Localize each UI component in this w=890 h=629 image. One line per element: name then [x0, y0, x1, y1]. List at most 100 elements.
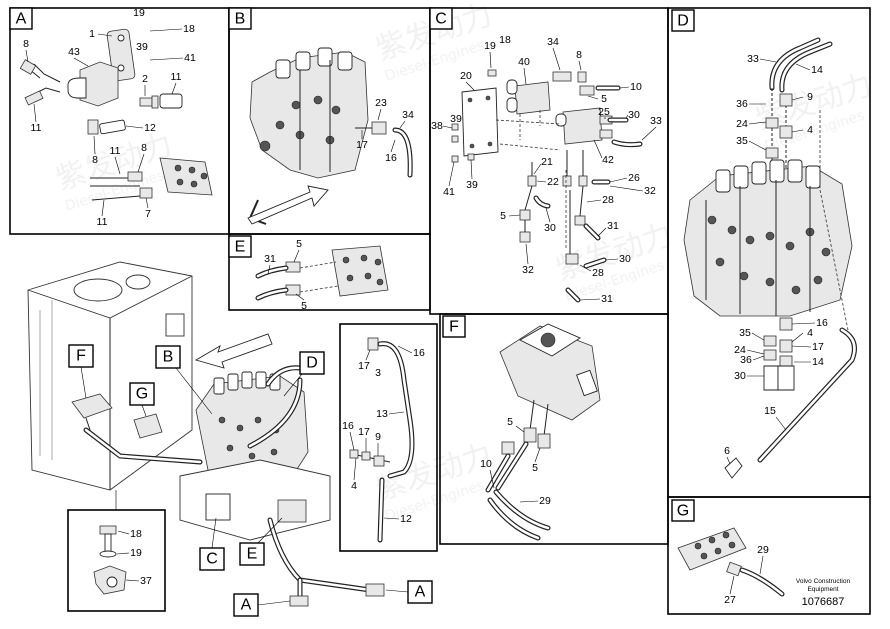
part-callout-number: 4 — [807, 124, 813, 136]
part-callout-number: 33 — [747, 53, 759, 65]
hose-detail-drawing — [349, 337, 415, 543]
bolt-detail-callouts: 18 19 37 — [116, 528, 152, 587]
hose-detail-callouts: 17 3 16 13 16 17 9 4 12 — [342, 345, 425, 525]
part-callout-number: 24 — [734, 344, 746, 356]
part-callout-number: 11 — [97, 216, 108, 228]
tag-d: D — [283, 351, 325, 397]
overview-tags: F B D G C E A A — [68, 344, 433, 617]
part-callout-number: 16 — [385, 152, 397, 164]
part-callout-number: 5 — [601, 93, 607, 105]
part-callout-number: 40 — [518, 56, 530, 68]
part-callout-number: 5 — [301, 300, 307, 312]
part-callout-number: 19 — [133, 7, 145, 19]
part-callout-number: 41 — [184, 52, 196, 64]
overview-drawing — [27, 261, 385, 607]
credit-line-1: Volvo Construction — [795, 578, 851, 585]
part-callout-number: 11 — [31, 122, 42, 134]
panel-f-callouts: 5 10 5 29 — [480, 416, 551, 507]
part-callout-number: 19 — [484, 40, 496, 52]
part-callout-number: 30 — [544, 222, 556, 234]
part-callout-number: 12 — [144, 122, 156, 134]
view-tag-letter: G — [136, 386, 148, 403]
part-callout-number: 15 — [764, 405, 776, 417]
part-callout-number: 8 — [141, 142, 147, 154]
part-callout-number: 37 — [140, 575, 152, 587]
part-callout-number: 4 — [807, 327, 813, 339]
part-callout-number: 39 — [136, 41, 148, 53]
part-callout-number: 39 — [466, 179, 478, 191]
panel-f-drawing — [485, 323, 601, 541]
part-callout-number: 26 — [628, 172, 640, 184]
panel-a-callouts: 19 18 1 39 8 43 41 2 11 11 12 8 11 8 7 1… — [23, 7, 196, 228]
panel-d-label: D — [671, 9, 695, 32]
panel-b-drawing — [247, 47, 413, 225]
bolt-detail-frame — [67, 509, 166, 612]
part-callout-number: 8 — [23, 38, 29, 50]
publisher-credit: Volvo Construction Equipment — [780, 578, 866, 594]
tag-f: F — [68, 344, 94, 399]
panel-c-label: C — [429, 7, 453, 30]
panel-letter: A — [16, 11, 27, 28]
part-callout-number: 6 — [724, 445, 730, 457]
part-callout-number: 10 — [630, 81, 642, 93]
tag-b: B — [155, 345, 213, 415]
panel-letter: F — [449, 319, 459, 336]
part-callout-number: 9 — [807, 91, 813, 103]
view-tag-letter: A — [241, 597, 252, 614]
part-callout-number: 10 — [480, 458, 492, 470]
part-callout-number: 8 — [92, 154, 98, 166]
part-callout-number: 30 — [619, 253, 631, 265]
part-callout-number: 14 — [811, 64, 823, 76]
part-callout-number: 36 — [740, 354, 752, 366]
part-callout-number: 12 — [400, 513, 412, 525]
part-callout-number: 23 — [375, 97, 387, 109]
part-callout-number: 38 — [431, 120, 443, 132]
panel-e-label: E — [228, 235, 252, 258]
part-callout-number: 16 — [413, 347, 425, 359]
part-callout-number: 34 — [547, 36, 559, 48]
view-tag-letter: E — [247, 546, 258, 563]
document-number: 1076687 — [801, 596, 845, 608]
part-callout-number: 1 — [89, 28, 95, 40]
view-tag-letter: F — [76, 348, 86, 365]
panel-f-frame — [439, 313, 669, 545]
part-callout-number: 36 — [736, 98, 748, 110]
panel-letter: D — [677, 13, 689, 30]
part-callout-number: 17 — [358, 360, 370, 372]
part-callout-number: 24 — [736, 118, 748, 130]
part-callout-number: 16 — [342, 420, 354, 432]
part-callout-number: 28 — [592, 267, 604, 279]
part-callout-number: 41 — [443, 186, 455, 198]
part-callout-number: 20 — [460, 70, 472, 82]
part-callout-number: 31 — [601, 293, 613, 305]
view-tag-letter: D — [306, 355, 318, 372]
part-callout-number: 39 — [450, 113, 462, 125]
panel-d-callouts: 33 14 36 9 24 4 35 16 35 4 24 17 36 14 3… — [724, 53, 828, 465]
part-callout-number: 3 — [375, 367, 381, 379]
panel-b-label: B — [228, 7, 252, 30]
tag-e: E — [239, 517, 283, 566]
panel-letter: B — [235, 11, 246, 28]
bolt-detail-drawing — [93, 525, 127, 595]
part-callout-number: 5 — [500, 210, 506, 222]
part-callout-number: 35 — [739, 327, 751, 339]
panel-letter: G — [677, 503, 689, 520]
part-callout-number: 29 — [539, 495, 551, 507]
part-callout-number: 18 — [183, 23, 195, 35]
part-callout-number: 9 — [375, 431, 381, 443]
part-callout-number: 30 — [628, 109, 640, 121]
panel-g-drawing — [677, 527, 785, 597]
view-tag-letter: B — [163, 349, 174, 366]
part-callout-number: 25 — [598, 106, 610, 118]
part-callout-number: 32 — [644, 185, 656, 197]
part-callout-number: 34 — [402, 109, 414, 121]
panel-g-callouts: 29 27 — [724, 544, 769, 606]
part-callout-number: 7 — [145, 208, 151, 220]
tag-a-right: A — [385, 580, 433, 604]
part-callout-number: 42 — [602, 154, 614, 166]
part-callout-number: 17 — [358, 426, 370, 438]
part-callout-number: 17 — [812, 341, 824, 353]
part-callout-number: 4 — [351, 480, 357, 492]
tag-c: C — [199, 517, 225, 571]
